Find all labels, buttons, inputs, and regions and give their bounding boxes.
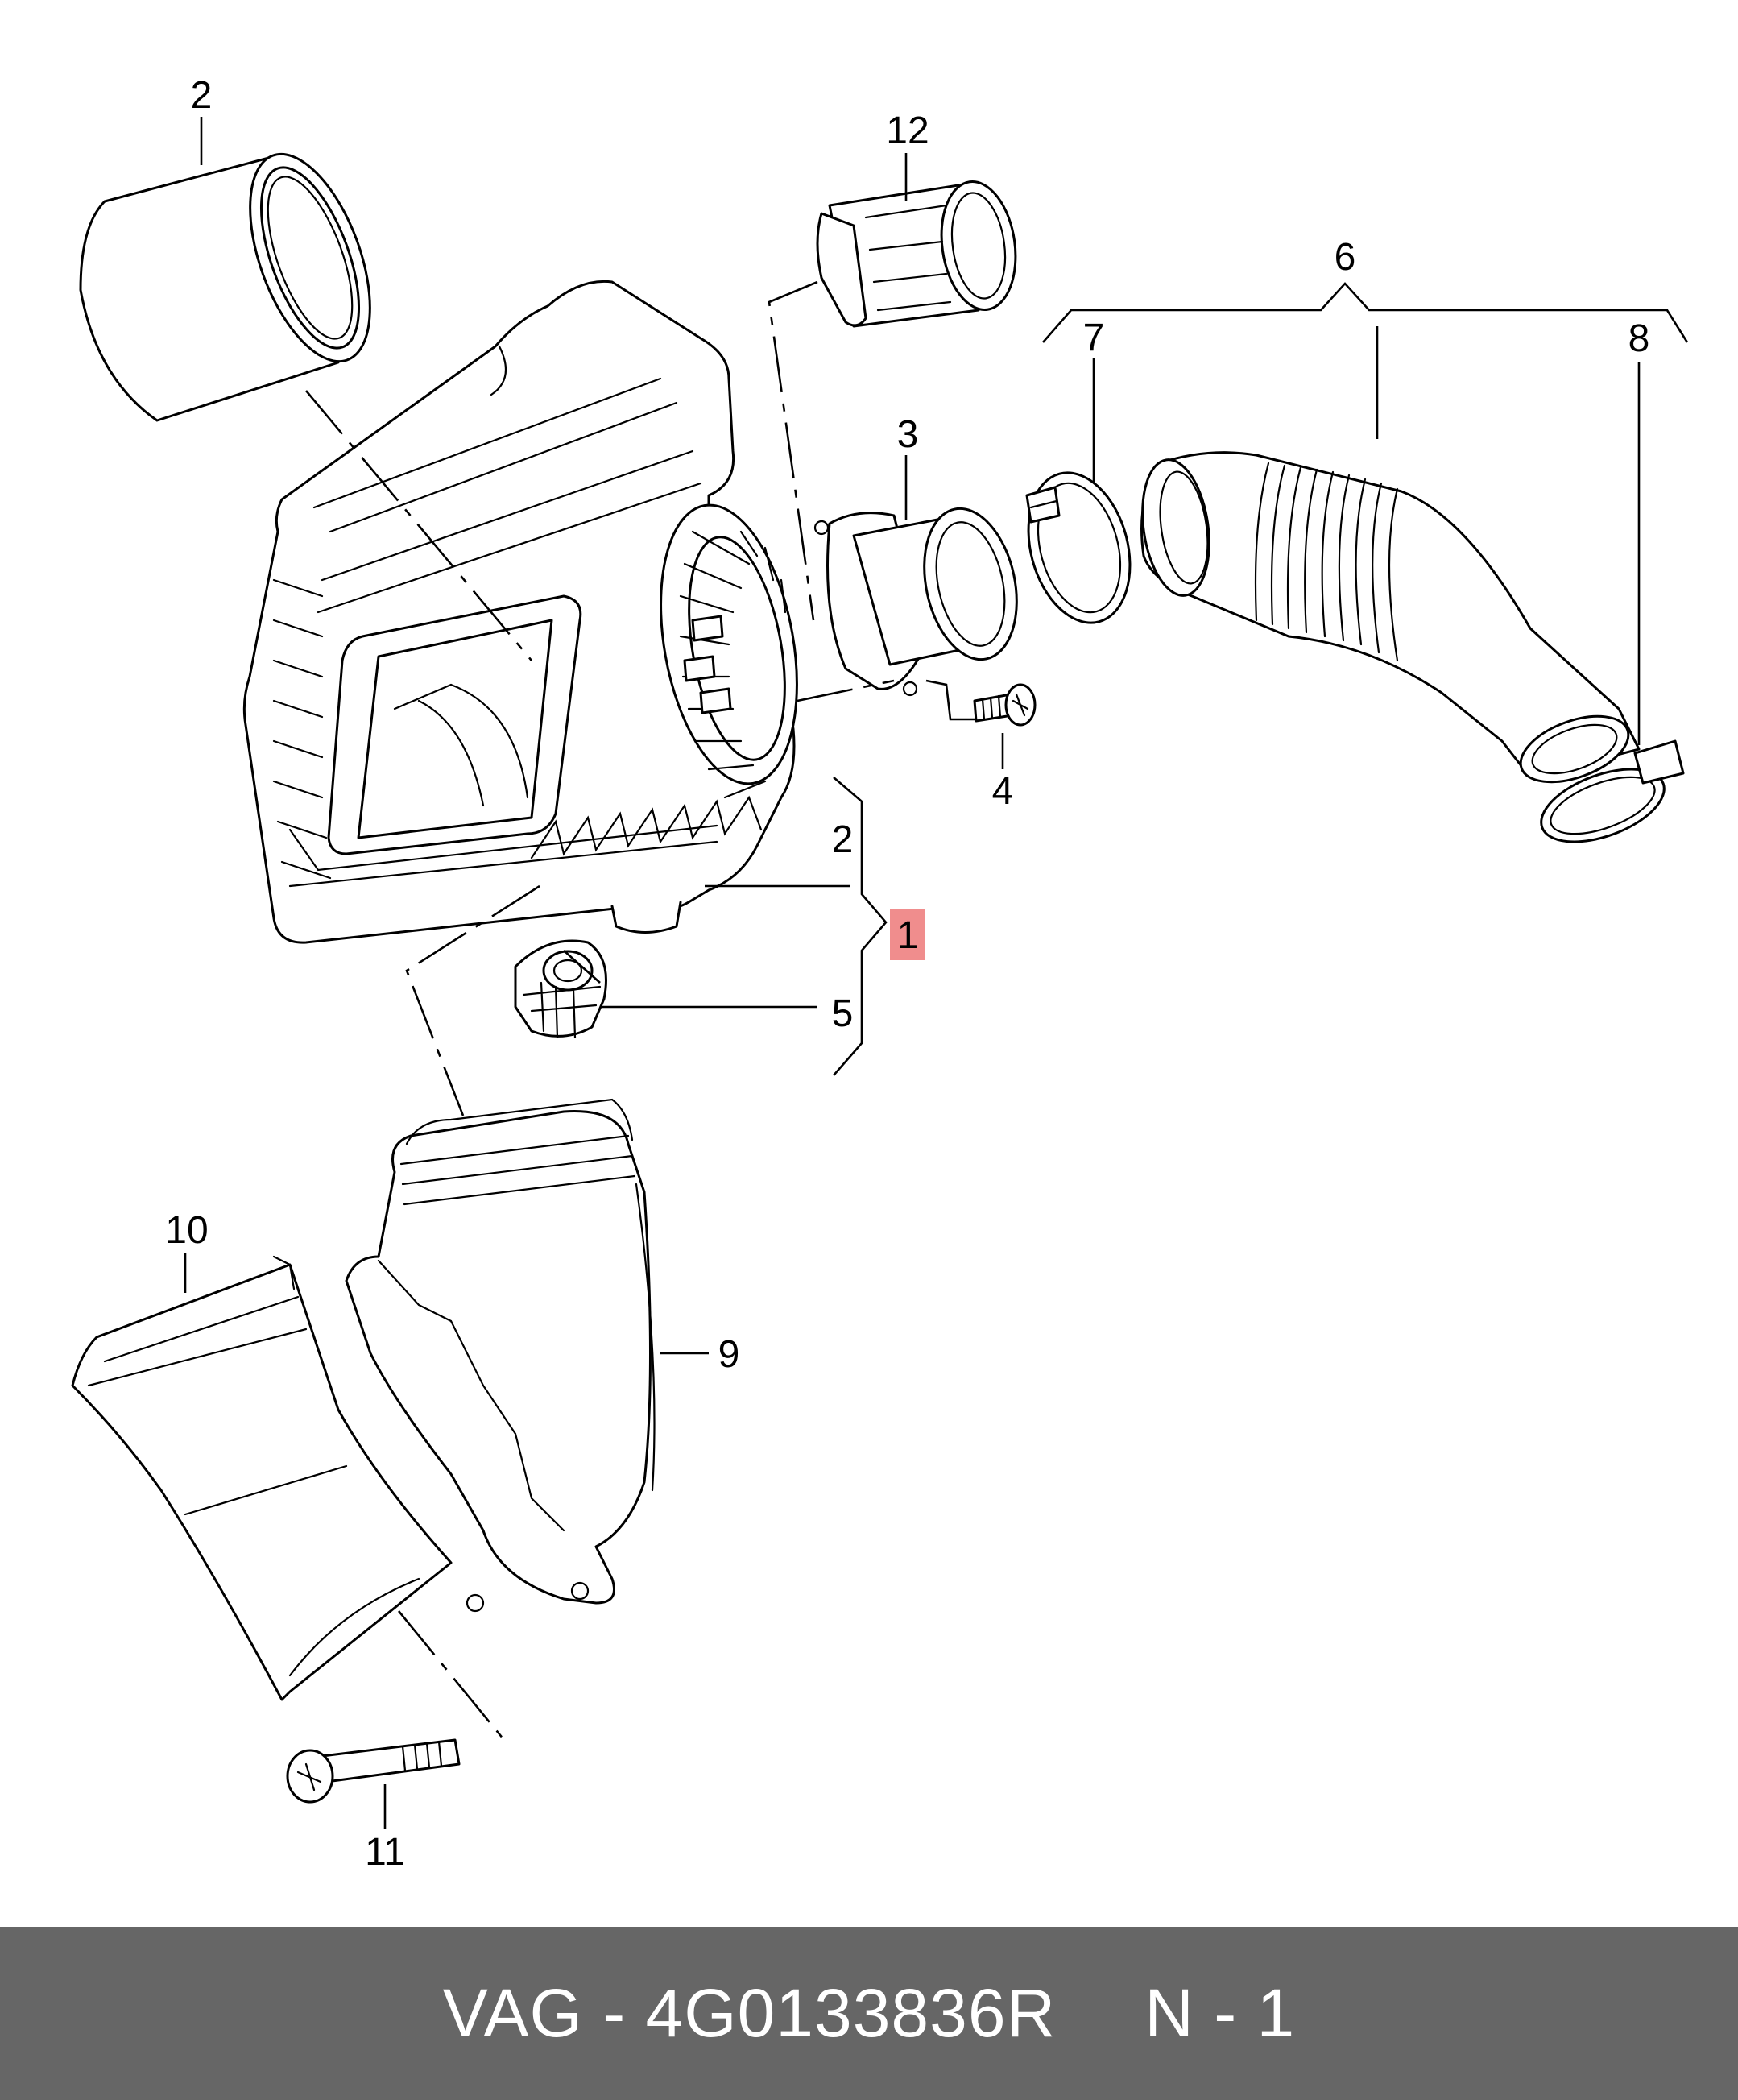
callout-8: 8 bbox=[1628, 317, 1650, 360]
assembly-lines bbox=[305, 280, 895, 1745]
part-screw bbox=[973, 683, 1037, 727]
quantity-label: N - 1 bbox=[1144, 1975, 1296, 2051]
callout-3: 3 bbox=[897, 413, 919, 456]
callout-11: 11 bbox=[365, 1831, 405, 1874]
part-air-guide bbox=[71, 1255, 485, 1701]
exploded-parts-diagram: 1 2 2 3 4 5 6 7 8 9 10 11 12 bbox=[71, 74, 1689, 1874]
part-intake-hose bbox=[1140, 451, 1641, 784]
part-adapter bbox=[813, 507, 1018, 697]
part-filter-element bbox=[79, 152, 371, 422]
part-sleeve bbox=[816, 180, 1017, 328]
part-number-label: VAG - 4G0133836R bbox=[442, 1975, 1057, 2051]
callout-10: 10 bbox=[165, 1209, 208, 1252]
part-hose-clamp-small bbox=[1025, 471, 1132, 624]
callout-9: 9 bbox=[718, 1333, 740, 1376]
part-air-duct bbox=[345, 1098, 656, 1605]
part-bolt bbox=[286, 1738, 461, 1804]
callout-12: 12 bbox=[886, 110, 929, 152]
callout-6: 6 bbox=[1335, 236, 1356, 279]
callout-5: 5 bbox=[832, 992, 854, 1035]
callout-4: 4 bbox=[992, 770, 1014, 813]
callout-2-top: 2 bbox=[191, 74, 213, 117]
part-number-footer: VAG - 4G0133836R N - 1 bbox=[0, 1927, 1738, 2100]
callout-1-highlight bbox=[890, 909, 925, 960]
leader-lines bbox=[184, 117, 1689, 1829]
callout-1: 1 bbox=[897, 914, 919, 957]
part-hose-clamp-large bbox=[1540, 739, 1685, 843]
part-air-filter-housing bbox=[242, 280, 798, 944]
callout-labels: 1 2 2 3 4 5 6 7 8 9 10 11 12 bbox=[165, 74, 1649, 1874]
part-grommet bbox=[514, 939, 607, 1039]
callout-2-bracket: 2 bbox=[832, 818, 854, 861]
callout-7: 7 bbox=[1083, 317, 1105, 359]
